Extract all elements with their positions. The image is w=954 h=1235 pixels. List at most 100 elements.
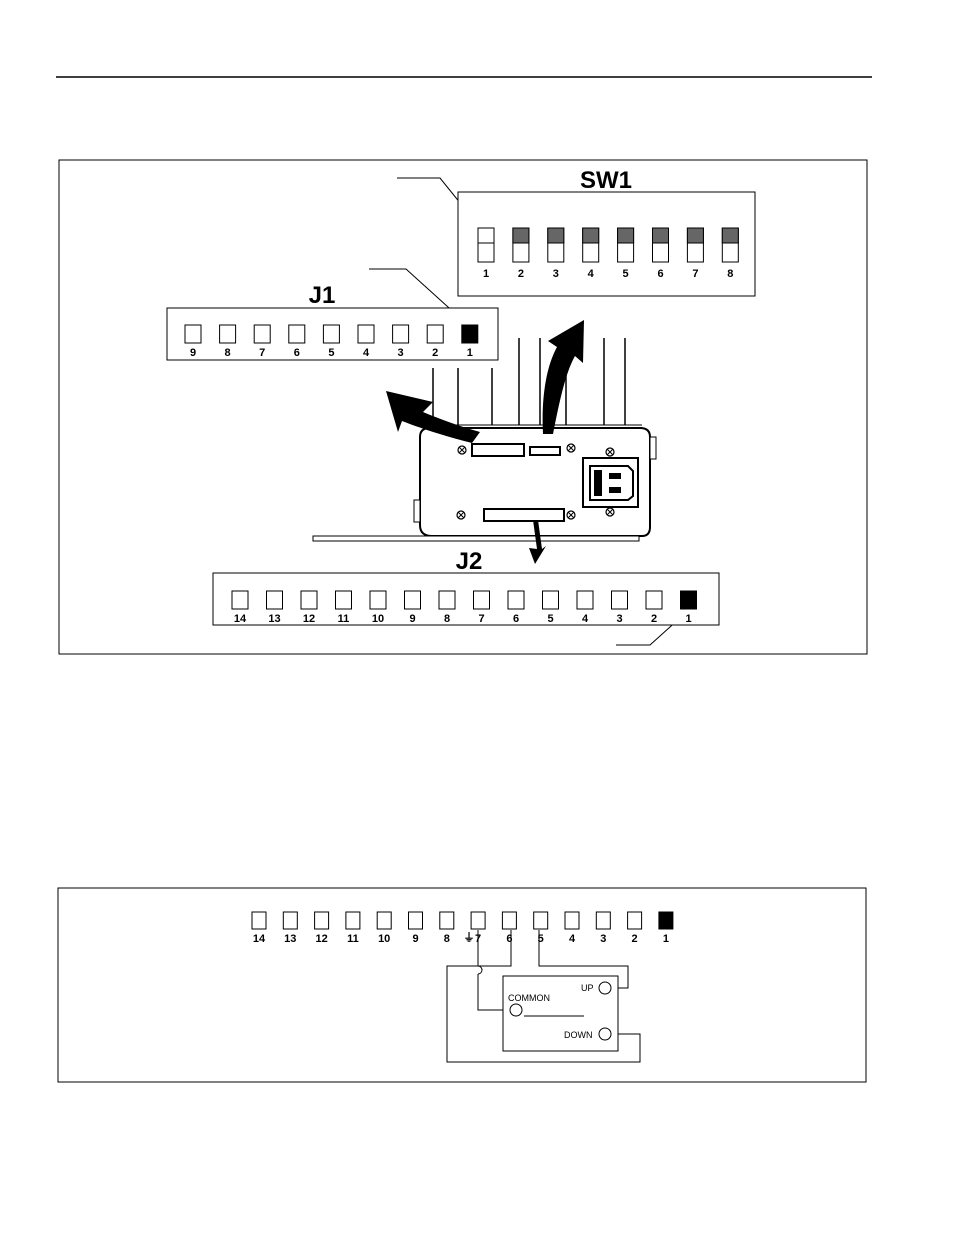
- j1-pin-4: [358, 325, 374, 343]
- j1-pin-label: 6: [294, 347, 300, 359]
- figure2-pins: 1413121110987654321: [252, 912, 673, 945]
- sw1-switch-label: 5: [623, 268, 629, 280]
- up-terminal: [599, 982, 611, 994]
- common-label: COMMON: [508, 993, 550, 1003]
- j2-pin-label: 6: [513, 613, 519, 625]
- fig2-pin-label: 2: [632, 933, 638, 945]
- down-terminal: [599, 1028, 611, 1040]
- j2-pin-label: 10: [372, 613, 384, 625]
- fig2-pin-14: [252, 912, 266, 929]
- j2-pin-label: 13: [268, 613, 280, 625]
- j1-pin-6: [289, 325, 305, 343]
- down-label: DOWN: [564, 1030, 593, 1040]
- fig2-pin-6: [502, 912, 516, 929]
- arrow-to-sw1-icon: [543, 320, 584, 434]
- sw1-switch-actuator: [478, 228, 494, 243]
- fig2-pin-2: [628, 912, 642, 929]
- j1-pin-label: 7: [259, 347, 265, 359]
- fig2-pin-3: [596, 912, 610, 929]
- figure2-frame: [58, 888, 866, 1082]
- up-label: UP: [581, 983, 594, 993]
- j1-pin-8: [220, 325, 236, 343]
- j2-pin-2: [646, 591, 662, 609]
- fig2-pin-label: 14: [253, 933, 266, 945]
- fig2-pin-5: [534, 912, 548, 929]
- sw1-switch-label: 6: [657, 268, 663, 280]
- sw1-switch-actuator: [583, 228, 599, 243]
- fig2-pin-12: [315, 912, 329, 929]
- sw1-switch-label: 1: [483, 268, 489, 280]
- j1-pin-label: 5: [328, 347, 334, 359]
- fig2-pin-label: 6: [506, 933, 512, 945]
- j2-pin-label: 14: [234, 613, 247, 625]
- sw1-switch-actuator: [722, 228, 738, 243]
- j1-pin-3: [393, 325, 409, 343]
- j2-pin-5: [543, 591, 559, 609]
- sw1-title: SW1: [580, 167, 632, 194]
- fig2-pin-13: [283, 912, 297, 929]
- j1-pin-label: 3: [398, 347, 404, 359]
- fig2-pin-label: 13: [284, 933, 296, 945]
- j2-pin-11: [336, 591, 352, 609]
- sw1-switch-actuator: [687, 228, 703, 243]
- j2-box: [213, 573, 719, 625]
- j2-pin-6: [508, 591, 524, 609]
- sw1-switch-actuator: [618, 228, 634, 243]
- j2-pin-label: 4: [582, 613, 589, 625]
- fig2-pin-label: 3: [600, 933, 606, 945]
- j1-title: J1: [309, 282, 336, 309]
- j2-pin-12: [301, 591, 317, 609]
- sw1-box: [458, 192, 755, 296]
- sw1-switch-label: 4: [588, 268, 595, 280]
- fig2-pin-11: [346, 912, 360, 929]
- j2-pin-13: [267, 591, 283, 609]
- j1-pin-7: [254, 325, 270, 343]
- fig2-pin-8: [440, 912, 454, 929]
- j2-pin-1: [681, 591, 697, 609]
- fig2-pin-4: [565, 912, 579, 929]
- fig2-pin-10: [377, 912, 391, 929]
- fig2-pin-label: 8: [444, 933, 450, 945]
- j2-pin-14: [232, 591, 248, 609]
- j1-pin-label: 4: [363, 347, 370, 359]
- sw1-switch-label: 8: [727, 268, 733, 280]
- common-terminal: [510, 1004, 522, 1016]
- j2-pin-3: [612, 591, 628, 609]
- j2-pin-label: 9: [409, 613, 415, 625]
- fig2-pin-7: [471, 912, 485, 929]
- fig2-pin-label: 11: [347, 933, 359, 945]
- j2-pin-label: 3: [616, 613, 622, 625]
- j2-pin-10: [370, 591, 386, 609]
- fig2-pin-label: 1: [663, 933, 669, 945]
- j1-pin-label: 1: [467, 347, 473, 359]
- sw1-switch-actuator: [653, 228, 669, 243]
- j1-pin-1: [462, 325, 478, 343]
- fig2-pin-9: [409, 912, 423, 929]
- j2-pin-4: [577, 591, 593, 609]
- j2-pin-label: 1: [685, 613, 691, 625]
- ground-icon: ⏚: [464, 931, 475, 944]
- j1-pin-label: 9: [190, 347, 196, 359]
- sw1-switch-label: 3: [553, 268, 559, 280]
- j1-pin-5: [323, 325, 339, 343]
- j2-pin-label: 12: [303, 613, 315, 625]
- fig2-pin-label: 9: [412, 933, 418, 945]
- device-illustration: [313, 338, 656, 541]
- j2-pin-label: 2: [651, 613, 657, 625]
- fig2-pin-label: 4: [569, 933, 576, 945]
- j2-pin-7: [474, 591, 490, 609]
- fig2-pin-label: 10: [378, 933, 390, 945]
- j1-pin-label: 2: [432, 347, 438, 359]
- j1-pin-9: [185, 325, 201, 343]
- j2-pin-9: [405, 591, 421, 609]
- sw1-switch-label: 2: [518, 268, 524, 280]
- sw1-switch-actuator: [548, 228, 564, 243]
- j2-pin-8: [439, 591, 455, 609]
- j2-pin-label: 11: [338, 613, 350, 625]
- j2-pin-label: 8: [444, 613, 450, 625]
- j2-pin-label: 7: [478, 613, 484, 625]
- j2-title: J2: [456, 548, 483, 575]
- fig2-pin-1: [659, 912, 673, 929]
